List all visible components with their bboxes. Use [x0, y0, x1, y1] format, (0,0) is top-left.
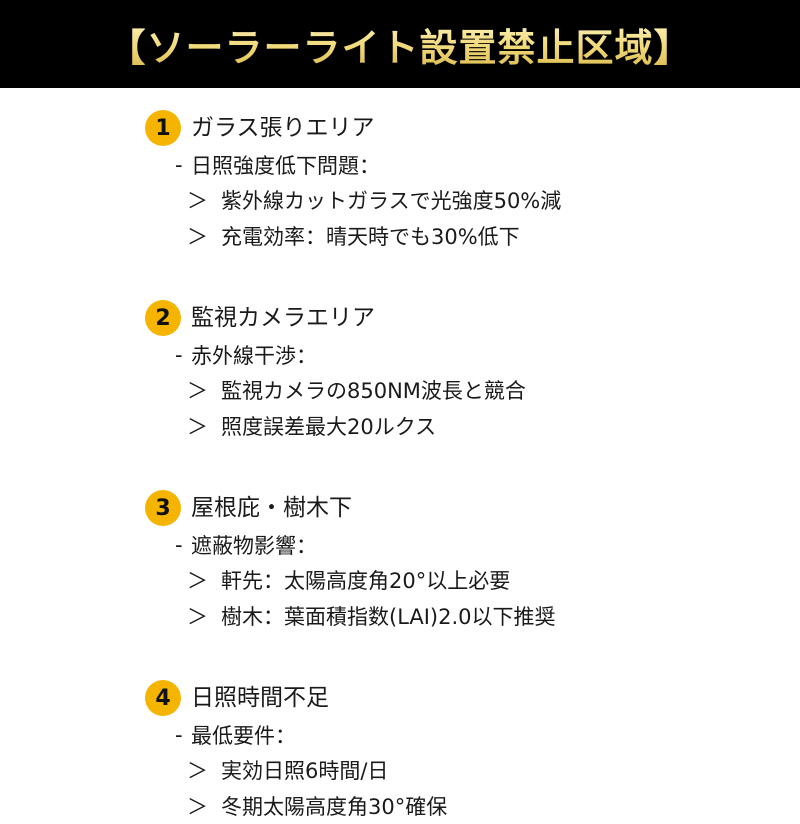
detail-text: 充電効率：晴天時でも30%低下 [221, 225, 520, 249]
page-title: 【ソーラーライト設置禁止区域】 [107, 17, 692, 72]
detail-text: 照度誤差最大20ルクス [221, 415, 437, 439]
title-banner: 【ソーラーライト設置禁止区域】 [0, 0, 800, 88]
dash-marker: - [175, 343, 183, 367]
detail-text: 紫外線カットガラスで光強度50%減 [221, 189, 562, 213]
detail-line: ＞ 樹木：葉面積指数(LAI)2.0以下推奨 [145, 598, 765, 634]
detail-line: ＞ 照度誤差最大20ルクス [145, 408, 765, 444]
detail-text: 監視カメラの850NM波長と競合 [221, 379, 526, 403]
detail-text: 樹木：葉面積指数(LAI)2.0以下推奨 [221, 605, 556, 629]
zone-section-3: 3 屋根庇・樹木下 - 遮蔽物影響： ＞ 軒先：太陽高度角20°以上必要 ＞ 樹… [145, 488, 765, 634]
chevron-right-icon: ＞ [187, 225, 208, 249]
section-title: 監視カメラエリア [191, 305, 375, 331]
subheading-line: - 日照強度低下問題： [145, 148, 765, 182]
number-badge: 3 [145, 490, 181, 526]
chevron-right-icon: ＞ [187, 569, 208, 593]
number-badge: 4 [145, 680, 181, 716]
detail-line: ＞ 実効日照6時間/日 [145, 752, 765, 788]
chevron-right-icon: ＞ [187, 415, 208, 439]
number-badge: 2 [145, 300, 181, 336]
dash-marker: - [175, 723, 183, 747]
chevron-right-icon: ＞ [187, 379, 208, 403]
chevron-right-icon: ＞ [187, 795, 208, 819]
zone-section-1: 1 ガラス張りエリア - 日照強度低下問題： ＞ 紫外線カットガラスで光強度50… [145, 108, 765, 254]
detail-line: ＞ 冬期太陽高度角30°確保 [145, 788, 765, 824]
subheading-text: 赤外線干渉： [191, 344, 317, 368]
section-heading: 1 ガラス張りエリア [145, 108, 765, 148]
detail-line: ＞ 充電効率：晴天時でも30%低下 [145, 218, 765, 254]
section-heading: 2 監視カメラエリア [145, 298, 765, 338]
subheading-text: 遮蔽物影響： [191, 534, 317, 558]
subheading-line: - 最低要件： [145, 718, 765, 752]
number-badge: 1 [145, 110, 181, 146]
section-title: 日照時間不足 [191, 685, 329, 711]
subheading-text: 日照強度低下問題： [191, 154, 380, 178]
zone-list: 1 ガラス張りエリア - 日照強度低下問題： ＞ 紫外線カットガラスで光強度50… [145, 108, 765, 824]
subheading-text: 最低要件： [191, 724, 296, 748]
subheading-line: - 赤外線干渉： [145, 338, 765, 372]
section-title: ガラス張りエリア [191, 115, 375, 141]
detail-text: 冬期太陽高度角30°確保 [221, 795, 448, 819]
detail-line: ＞ 監視カメラの850NM波長と競合 [145, 372, 765, 408]
chevron-right-icon: ＞ [187, 759, 208, 783]
detail-text: 軒先：太陽高度角20°以上必要 [221, 569, 511, 593]
subheading-line: - 遮蔽物影響： [145, 528, 765, 562]
chevron-right-icon: ＞ [187, 189, 208, 213]
zone-section-2: 2 監視カメラエリア - 赤外線干渉： ＞ 監視カメラの850NM波長と競合 ＞… [145, 298, 765, 444]
dash-marker: - [175, 153, 183, 177]
zone-section-4: 4 日照時間不足 - 最低要件： ＞ 実効日照6時間/日 ＞ 冬期太陽高度角30… [145, 678, 765, 824]
section-title: 屋根庇・樹木下 [191, 495, 352, 521]
section-heading: 3 屋根庇・樹木下 [145, 488, 765, 528]
dash-marker: - [175, 533, 183, 557]
section-heading: 4 日照時間不足 [145, 678, 765, 718]
chevron-right-icon: ＞ [187, 605, 208, 629]
detail-line: ＞ 軒先：太陽高度角20°以上必要 [145, 562, 765, 598]
detail-line: ＞ 紫外線カットガラスで光強度50%減 [145, 182, 765, 218]
detail-text: 実効日照6時間/日 [221, 759, 389, 783]
